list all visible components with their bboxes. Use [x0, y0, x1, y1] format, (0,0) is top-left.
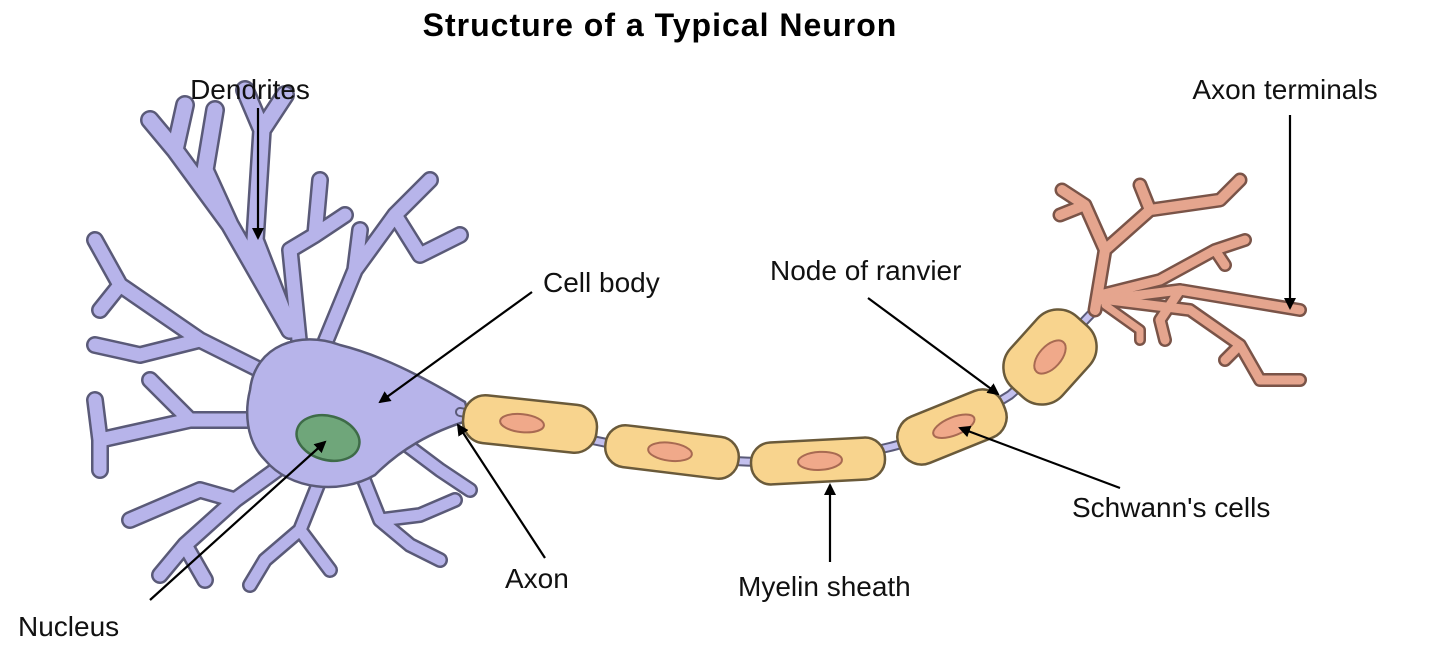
- node-of-ranvier-leader: [867, 297, 1000, 396]
- schwanns-cells-leader: [958, 425, 1121, 490]
- myelin-sheath-label: Myelin sheath: [738, 571, 911, 602]
- node-of-ranvier-label: Node of ranvier: [770, 255, 961, 286]
- nucleus-label: Nucleus: [18, 611, 119, 642]
- axon-terminals: [1052, 172, 1307, 387]
- dendrites: [86, 80, 478, 593]
- axon-terminals-label: Axon terminals: [1192, 74, 1377, 105]
- axon-label: Axon: [505, 563, 569, 594]
- myelin-segment: [896, 388, 1008, 466]
- myelin-segment: [749, 436, 887, 486]
- myelin-segment: [1002, 308, 1098, 406]
- diagram-title: Structure of a Typical Neuron: [423, 7, 898, 43]
- cell-body-label: Cell body: [543, 267, 660, 298]
- nucleus-shape: [295, 413, 361, 463]
- schwanns-cells-label: Schwann's cells: [1072, 492, 1270, 523]
- axon-leader: [456, 423, 546, 559]
- cell-body-leader: [378, 291, 533, 404]
- myelin-segment: [461, 394, 599, 454]
- dendrites-label: Dendrites: [190, 74, 310, 105]
- myelin-sheath-segments: [461, 308, 1098, 486]
- myelin-segment: [603, 424, 741, 480]
- leader-lines: [149, 108, 1296, 601]
- nucleus-leader: [149, 440, 327, 601]
